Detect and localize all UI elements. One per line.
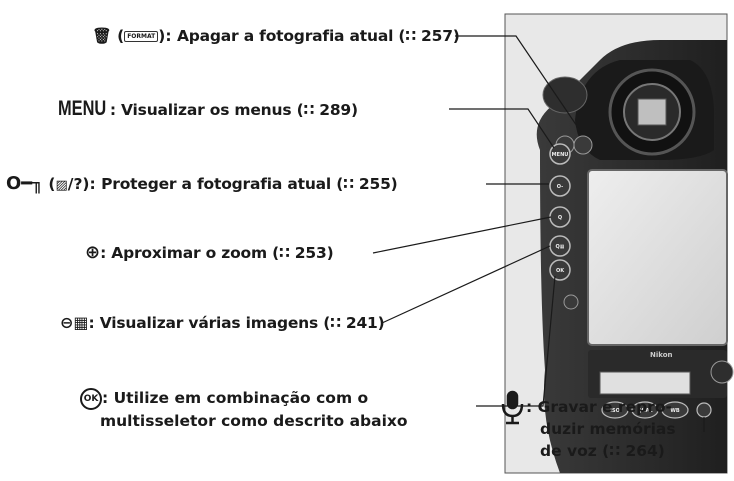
svg-text:Q▦: Q▦ — [556, 244, 565, 250]
delete-label: 🗑 (FORMAT): Apagar a fotografia atual (∷… — [92, 27, 460, 45]
thumbnails-label: ⊖▦: Visualizar várias imagens (∷ 241) — [60, 313, 385, 332]
protect-label: O━╖ (▨/?): Proteger a fotografia atual (… — [6, 173, 398, 194]
brand-logo: Nikon — [650, 351, 673, 359]
retouch-icon: ▨ — [55, 178, 68, 193]
zoom-in-icon: ⊕ — [85, 242, 101, 263]
menu-key-icon: MENU — [58, 97, 107, 120]
svg-text:QUAL: QUAL — [637, 408, 653, 414]
ok-icon: OK — [80, 387, 102, 410]
svg-text:WB: WB — [670, 408, 680, 414]
microphone-icon — [501, 390, 524, 425]
key-protect-icon: O━╖ — [6, 173, 43, 194]
menu-label: MENU: Visualizar os menus (∷ 289) — [58, 97, 358, 120]
svg-text:O-: O- — [557, 184, 563, 190]
format-icon: FORMAT — [124, 31, 159, 42]
trash-icon: 🗑 — [92, 27, 112, 45]
voice-memo-label: : Gravar e repro- duzir memórias de voz … — [526, 398, 676, 460]
ok-label: OK: Utilize em combinação com o multisse… — [80, 387, 408, 432]
svg-text:ISO: ISO — [610, 408, 620, 414]
svg-text:OK: OK — [556, 268, 565, 274]
zoom-out-thumbnail-icon: ⊖▦ — [60, 313, 89, 332]
zoom-in-label: ⊕: Aproximar o zoom (∷ 253) — [85, 242, 334, 263]
svg-text:Q: Q — [558, 215, 562, 221]
svg-text:MENU: MENU — [552, 152, 569, 158]
